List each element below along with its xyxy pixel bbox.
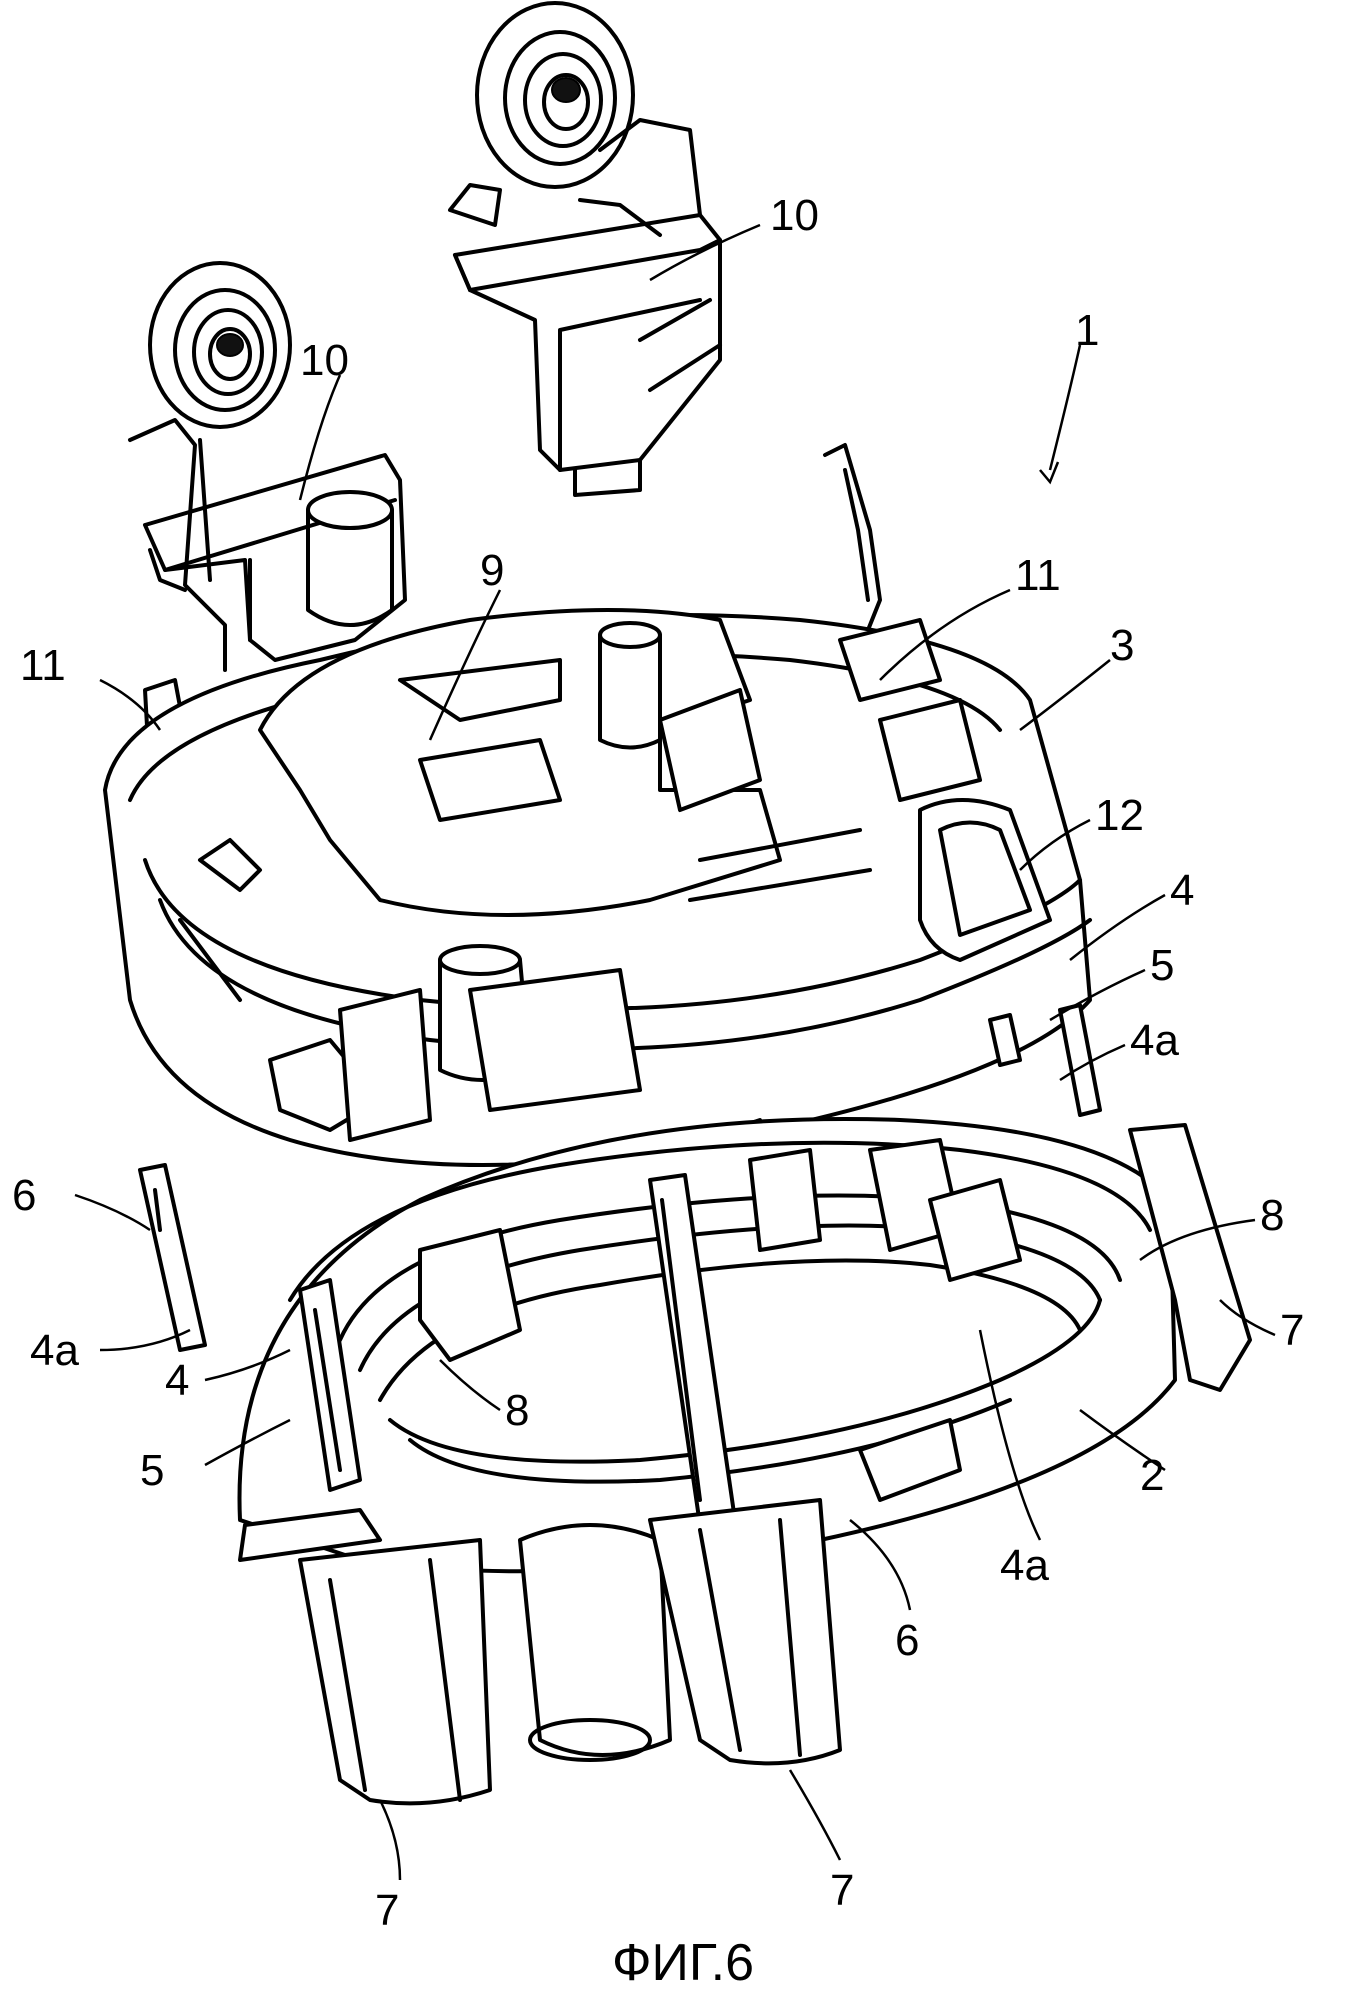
label-4a-left: 4a	[30, 1326, 79, 1375]
leader-lines	[74, 223, 1276, 1881]
label-5-right: 5	[1150, 941, 1174, 990]
label-10-left: 10	[300, 336, 349, 385]
label-7-bottom-left: 7	[375, 1886, 399, 1935]
brush-holder-plate	[103, 608, 1092, 1167]
label-6-left: 6	[12, 1171, 36, 1220]
label-12: 12	[1095, 791, 1144, 840]
label-4a-right: 4a	[1130, 1016, 1179, 1065]
label-10-top: 10	[770, 191, 819, 240]
brush-holder-top	[448, 1, 722, 497]
label-1: 1	[1075, 306, 1099, 355]
label-5-left: 5	[140, 1446, 164, 1495]
label-7-right: 7	[1280, 1306, 1304, 1355]
figure-caption: ФИГ.6	[612, 1934, 754, 1992]
label-4-right: 4	[1170, 866, 1194, 915]
label-4-left: 4	[165, 1356, 189, 1405]
label-11-left: 11	[20, 641, 66, 690]
label-6-bottom: 6	[895, 1616, 919, 1665]
base-flange	[238, 1418, 962, 1806]
label-7-bottom-center: 7	[830, 1866, 854, 1915]
brush-holder-left	[128, 261, 407, 672]
motor-base	[237, 1117, 1252, 1574]
label-2: 2	[1140, 1451, 1164, 1500]
label-11-right: 11	[1015, 551, 1061, 600]
label-3: 3	[1110, 621, 1134, 670]
label-4a-bottom: 4a	[1000, 1541, 1049, 1590]
label-8-center: 8	[505, 1386, 529, 1435]
label-8-right: 8	[1260, 1191, 1284, 1240]
label-9: 9	[480, 546, 504, 595]
reference-labels: 1 10 10 9 11 11 3 12 4 5 4a 6 8 4a 7 8 4…	[12, 191, 1304, 1935]
